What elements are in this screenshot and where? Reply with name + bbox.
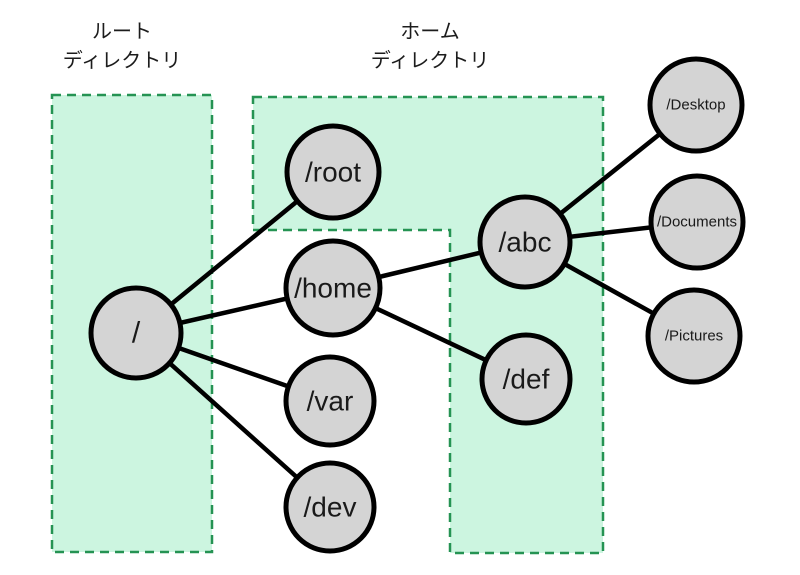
root-directory-label: ルート ディレクトリ — [22, 18, 222, 76]
node-circle-pictures — [645, 287, 743, 385]
node-abc: /abc — [477, 194, 573, 290]
node-def: /def — [479, 332, 573, 426]
node-circle-slashroot — [284, 123, 382, 221]
node-label-slashroot: /root — [305, 157, 361, 188]
node-label-home: /home — [294, 273, 372, 304]
node-label-pictures: /Pictures — [665, 328, 723, 345]
node-label-root: / — [132, 317, 141, 350]
node-home: /home — [283, 238, 383, 338]
node-circle-documents — [648, 173, 746, 271]
node-root: / — [88, 285, 184, 381]
node-label-desktop: /Desktop — [666, 97, 725, 114]
node-circle-def — [479, 332, 573, 426]
node-circle-desktop — [647, 56, 745, 154]
node-var: /var — [283, 354, 377, 448]
node-circle-dev — [283, 460, 377, 554]
node-label-def: /def — [503, 364, 550, 395]
node-pictures: /Pictures — [645, 287, 743, 385]
node-label-var: /var — [307, 386, 354, 417]
node-circle-root — [88, 285, 184, 381]
root-directory-label-line2: ディレクトリ — [62, 50, 182, 72]
home-directory-label-line1: ホーム — [400, 21, 460, 43]
node-circle-var — [283, 354, 377, 448]
home-directory-label-line2: ディレクトリ — [370, 50, 490, 72]
node-desktop: /Desktop — [647, 56, 745, 154]
node-documents: /Documents — [648, 173, 746, 271]
node-label-documents: /Documents — [657, 214, 737, 231]
node-circle-abc — [477, 194, 573, 290]
node-circle-home — [283, 238, 383, 338]
node-label-dev: /dev — [304, 492, 357, 523]
node-label-abc: /abc — [499, 227, 552, 258]
node-dev: /dev — [283, 460, 377, 554]
home-directory-label: ホーム ディレクトリ — [330, 18, 530, 76]
node-slashroot: /root — [284, 123, 382, 221]
root-directory-label-line1: ルート — [92, 21, 152, 43]
